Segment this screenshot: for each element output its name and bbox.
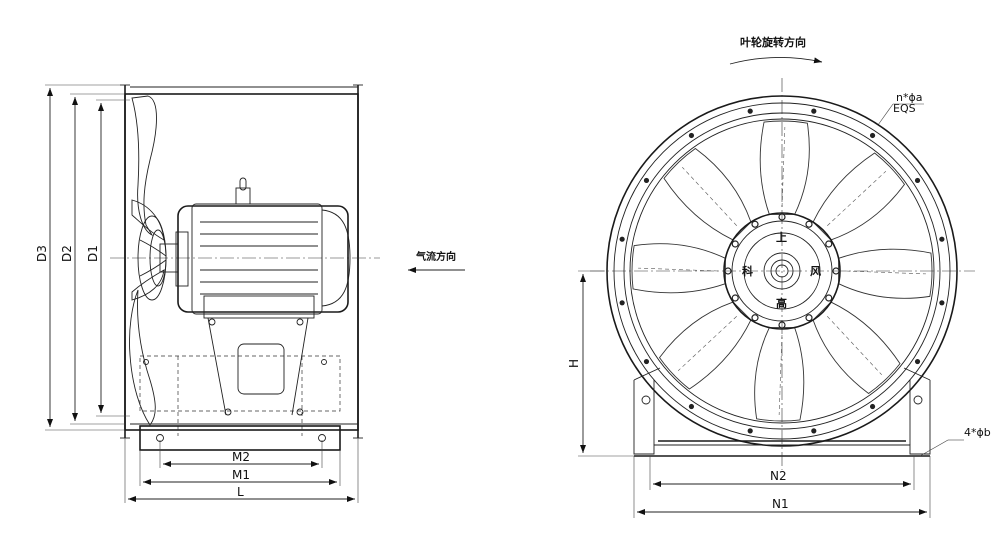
base-hole-annotation: 4*ϕb <box>919 426 991 457</box>
flange-bolt <box>811 108 817 114</box>
blade-rib <box>638 267 719 272</box>
hub-bolt <box>731 240 739 248</box>
motor <box>175 177 351 319</box>
blade-rib <box>827 171 887 226</box>
blade-rib <box>827 316 882 376</box>
airflow-label: 气流方向 <box>415 250 456 263</box>
flange-hole-label: n*ϕa <box>896 91 922 104</box>
flange-bolt <box>619 300 625 306</box>
impeller-side <box>129 95 179 426</box>
flange-bolt <box>747 428 753 434</box>
flange-bolt <box>688 403 695 410</box>
hub-char-top: 上 <box>776 230 787 244</box>
motor-body <box>177 205 349 313</box>
hub-bolt <box>805 220 813 228</box>
dim-n1: N1 <box>772 497 789 511</box>
blade <box>812 301 901 395</box>
impeller-blades <box>631 120 933 422</box>
hub-bolt <box>751 314 759 322</box>
front-view: 叶轮旋转方向 n*ϕa EQS <box>567 35 991 518</box>
flange-hole-sub: EQS <box>893 102 916 115</box>
blade <box>812 152 906 241</box>
blade-rib <box>781 127 786 208</box>
blade-rib <box>845 270 926 275</box>
blade <box>754 327 805 422</box>
dim-h: H <box>567 359 581 368</box>
dim-n2: N2 <box>770 469 787 483</box>
flange-bolt <box>688 132 695 139</box>
blade <box>658 301 752 390</box>
flange-bolt <box>939 300 945 306</box>
hub-bolt <box>825 240 833 248</box>
dim-h-group: H <box>567 270 634 457</box>
flange-bolt <box>643 177 650 184</box>
hub-bolt <box>805 314 813 322</box>
dim-d3: D3 <box>35 245 49 262</box>
flange-bolt <box>914 358 921 365</box>
blade-rib <box>778 334 783 415</box>
dim-l: L <box>237 485 244 499</box>
blade-rib <box>677 316 737 371</box>
side-vertical-dims: D3 D2 D1 <box>35 84 130 431</box>
blade-rib <box>682 166 737 226</box>
dim-d2: D2 <box>60 245 74 262</box>
flange-bolt <box>643 358 650 365</box>
side-horizontal-dims: M2 M1 L <box>124 438 359 503</box>
blade <box>759 120 810 215</box>
dim-d1: D1 <box>86 245 100 262</box>
blade <box>663 147 752 241</box>
flange-bolt <box>811 428 817 434</box>
flange-bolt <box>869 132 876 139</box>
hub-bolt <box>825 294 833 302</box>
side-view: D3 D2 D1 M2 M1 L 气流方向 <box>35 84 465 503</box>
hub-bolts <box>724 213 840 329</box>
flange-bolt <box>914 177 921 184</box>
flange-bolt <box>869 403 876 410</box>
motor-support <box>139 317 341 436</box>
hub-bolt <box>731 294 739 302</box>
hub-bolt <box>751 220 759 228</box>
rotation-arrow <box>729 57 823 65</box>
flange-bolt <box>939 236 945 242</box>
rotation-label: 叶轮旋转方向 <box>740 35 806 49</box>
dim-n-group: N2 N1 <box>633 456 931 518</box>
base-hole-label: 4*ϕb <box>964 426 991 439</box>
blade <box>838 248 933 299</box>
flange-bolt <box>619 236 625 242</box>
hub-char-bottom: 高 <box>776 296 787 310</box>
dim-m1: M1 <box>232 468 250 482</box>
dim-m2: M2 <box>232 450 250 464</box>
airflow-indicator: 气流方向 <box>408 250 465 273</box>
flange-bolts <box>619 108 945 434</box>
blade <box>631 243 726 294</box>
flange-bolt <box>747 108 753 114</box>
